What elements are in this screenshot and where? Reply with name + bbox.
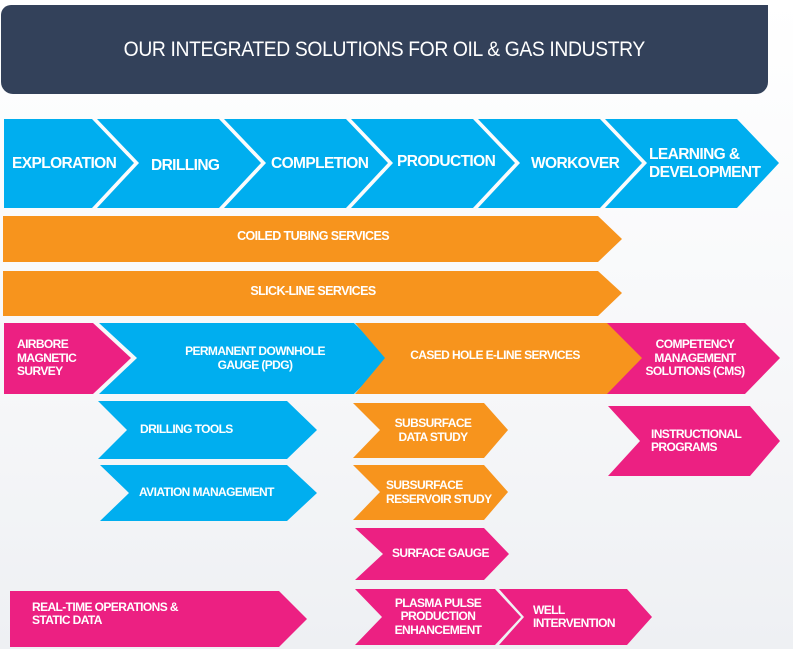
subsurface-data-label: SUBSURFACE DATA STUDY	[394, 416, 472, 444]
stage-production-label: PRODUCTION	[397, 152, 496, 170]
cms-label: COMPETENCY MANAGEMENT SOLUTIONS (CMS)	[645, 337, 746, 379]
realtime-shape[interactable]	[10, 591, 307, 647]
stage-production-shape[interactable]	[351, 119, 515, 208]
subsurface-data-shape[interactable]	[353, 403, 508, 458]
stage-workover-label: WORKOVER	[531, 154, 620, 172]
stage-exploration-shape[interactable]	[4, 119, 134, 208]
coiled-tubing-label: COILED TUBING SERVICES	[237, 229, 389, 243]
stage-completion-shape[interactable]	[224, 119, 388, 208]
aviation-label: AVIATION MANAGEMENT	[139, 485, 274, 500]
plasma-pulse-label: PLASMA PULSE PRODUCTION ENHANCEMENT	[394, 595, 482, 637]
well-intervention-label: WELL INTERVENTION	[533, 602, 616, 630]
stage-completion-label: COMPLETION	[271, 154, 369, 172]
page-title: OUR INTEGRATED SOLUTIONS FOR OIL & GAS I…	[123, 37, 646, 61]
subsurface-reservoir-label: SUBSURFACE RESERVOIR STUDY	[386, 478, 492, 506]
slick-line-shape[interactable]	[3, 271, 622, 316]
slick-line-label: SLICK-LINE SERVICES	[250, 284, 376, 298]
well-intervention-shape[interactable]	[499, 589, 652, 645]
instructional-label: INSTRUCTIONAL PROGRAMS	[651, 426, 742, 454]
coiled-tubing-shape[interactable]	[3, 216, 622, 262]
cms-shape[interactable]	[607, 323, 780, 394]
stage-exploration-label: EXPLORATION	[12, 154, 117, 172]
airbore-shape[interactable]	[4, 323, 131, 394]
airbore-label: AIRBORE MAGNETIC SURVEY	[17, 337, 77, 379]
stage-row	[4, 119, 779, 208]
stage-learning-shape[interactable]	[605, 119, 779, 208]
stage-drilling-label: DRILLING	[151, 156, 220, 174]
pdg-label: PERMANENT DOWNHOLE GAUGE (PDG)	[185, 344, 325, 372]
drilling-tools-shape[interactable]	[98, 401, 317, 459]
subsurface-reservoir-shape[interactable]	[353, 465, 508, 520]
plasma-pulse-shape[interactable]	[355, 589, 521, 645]
title-banner: OUR INTEGRATED SOLUTIONS FOR OIL & GAS I…	[1, 5, 768, 94]
surface-gauge-shape[interactable]	[355, 528, 509, 580]
cased-hole-label: CASED HOLE E-LINE SERVICES	[410, 347, 580, 362]
stage-learning-label: LEARNING & DEVELOPMENT	[649, 146, 761, 181]
aviation-shape[interactable]	[100, 465, 317, 521]
drilling-tools-label: DRILLING TOOLS	[140, 422, 233, 437]
cased-hole-shape[interactable]	[355, 323, 644, 394]
surface-gauge-label: SURFACE GAUGE	[392, 546, 489, 561]
stage-workover-shape[interactable]	[478, 119, 642, 208]
pdg-shape[interactable]	[99, 323, 390, 394]
instructional-shape[interactable]	[608, 406, 780, 476]
stage-drilling-shape[interactable]	[97, 119, 261, 208]
realtime-label: REAL-TIME OPERATIONS & STATIC DATA	[32, 599, 179, 627]
